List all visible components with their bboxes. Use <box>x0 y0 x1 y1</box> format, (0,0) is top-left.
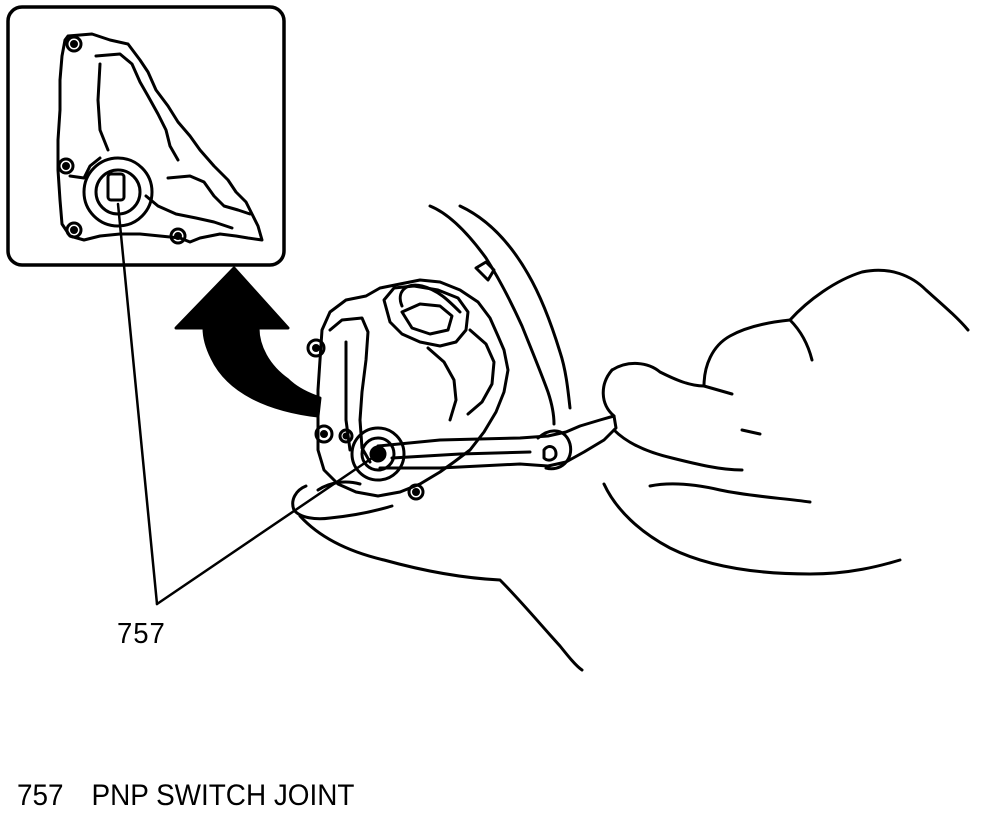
case-detail <box>466 328 496 416</box>
left-hand-palm <box>298 514 584 672</box>
right-hand <box>610 268 970 388</box>
inset-bolt <box>169 227 187 245</box>
wrench-handle <box>376 414 618 470</box>
inset-rib-4 <box>68 156 102 180</box>
curved-arrow-icon <box>174 266 322 418</box>
right-hand-crease <box>702 318 814 436</box>
hands <box>291 204 970 672</box>
leader-line-inset <box>116 202 159 606</box>
inset-bolt <box>65 221 83 239</box>
wrench-handle-edge <box>390 450 532 460</box>
case-body <box>316 278 510 498</box>
case-top-boss <box>382 284 470 348</box>
legend-description: PNP SWITCH JOINT <box>91 779 355 812</box>
inset-bolt <box>65 35 83 53</box>
right-hand-fingers <box>601 368 744 472</box>
inset-rib-1 <box>94 52 180 162</box>
wrench-jaw <box>536 429 573 471</box>
callout-757: 757 <box>117 618 166 650</box>
upper-arm <box>428 204 556 426</box>
case-bolt <box>338 428 354 444</box>
case-bolt <box>306 338 326 358</box>
left-hand <box>291 484 394 521</box>
wrench <box>376 414 618 471</box>
case-flange <box>328 316 372 464</box>
left-hand-finger <box>316 480 362 492</box>
inset-rib-3 <box>166 174 252 216</box>
inset-rib-5 <box>144 194 234 230</box>
legend-caption: 757 PNP SWITCH JOINT <box>17 779 354 813</box>
inset-detail <box>6 5 286 267</box>
leader-line-main <box>155 452 380 606</box>
transmission-case <box>306 278 510 501</box>
inset-frame <box>6 5 286 267</box>
case-top-boss-inner <box>400 302 454 336</box>
leader-lines <box>116 202 380 606</box>
case-bolt <box>314 424 334 444</box>
inset-bolt <box>57 157 75 175</box>
wrench-hole <box>542 445 558 462</box>
case-bolt <box>407 483 425 501</box>
upper-arm-outline <box>458 204 572 410</box>
knuckle <box>474 260 496 282</box>
right-hand-thumb <box>648 482 812 504</box>
upper-hand-finger <box>398 283 462 314</box>
inset-rib-2 <box>96 62 110 152</box>
legend-number: 757 <box>17 779 64 812</box>
inset-case-outline <box>56 32 264 244</box>
right-hand-palm <box>602 482 902 576</box>
case-detail <box>426 346 458 422</box>
